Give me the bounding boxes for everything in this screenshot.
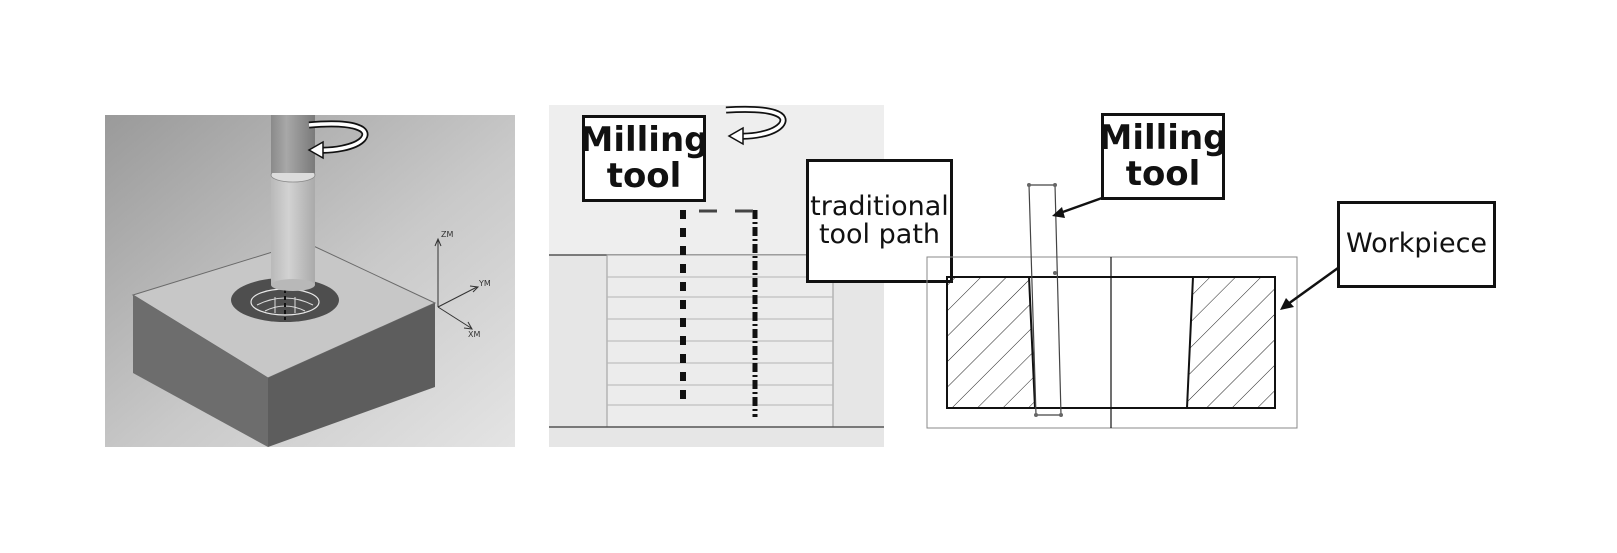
outer-frame — [926, 256, 1298, 429]
z-axis-label: ZM — [441, 230, 453, 239]
panel3-arrows — [1052, 196, 1339, 310]
layer-lines — [607, 276, 833, 406]
milling-tool-arrow — [1052, 196, 1103, 218]
workpiece-arrow — [1280, 266, 1339, 310]
traditional-tool-path-label: traditional tool path — [806, 159, 953, 283]
rotation-arrow-icon — [307, 120, 369, 160]
workpiece-left-section — [946, 276, 1037, 409]
y-axis-label: YM — [478, 279, 491, 288]
rotation-arrow-icon — [725, 105, 787, 146]
block-left-face — [133, 295, 268, 447]
x-axis-label: XM — [468, 330, 480, 339]
coordinate-axes — [434, 237, 480, 330]
block-right-face — [268, 303, 435, 447]
3d-model-panel: ZM YM XM — [105, 115, 515, 447]
tool-upper-body — [271, 115, 315, 173]
tool-lower-bottom — [271, 279, 315, 291]
tool-lower-body — [271, 175, 315, 285]
milling-tool-label-panel3: Milling tool — [1099, 113, 1228, 200]
milling-tool-label-panel2: Milling tool — [580, 115, 709, 202]
tool-nodes — [1027, 183, 1063, 417]
section-drawing-panel — [926, 183, 1298, 429]
workpiece-label: Workpiece — [1337, 201, 1496, 288]
